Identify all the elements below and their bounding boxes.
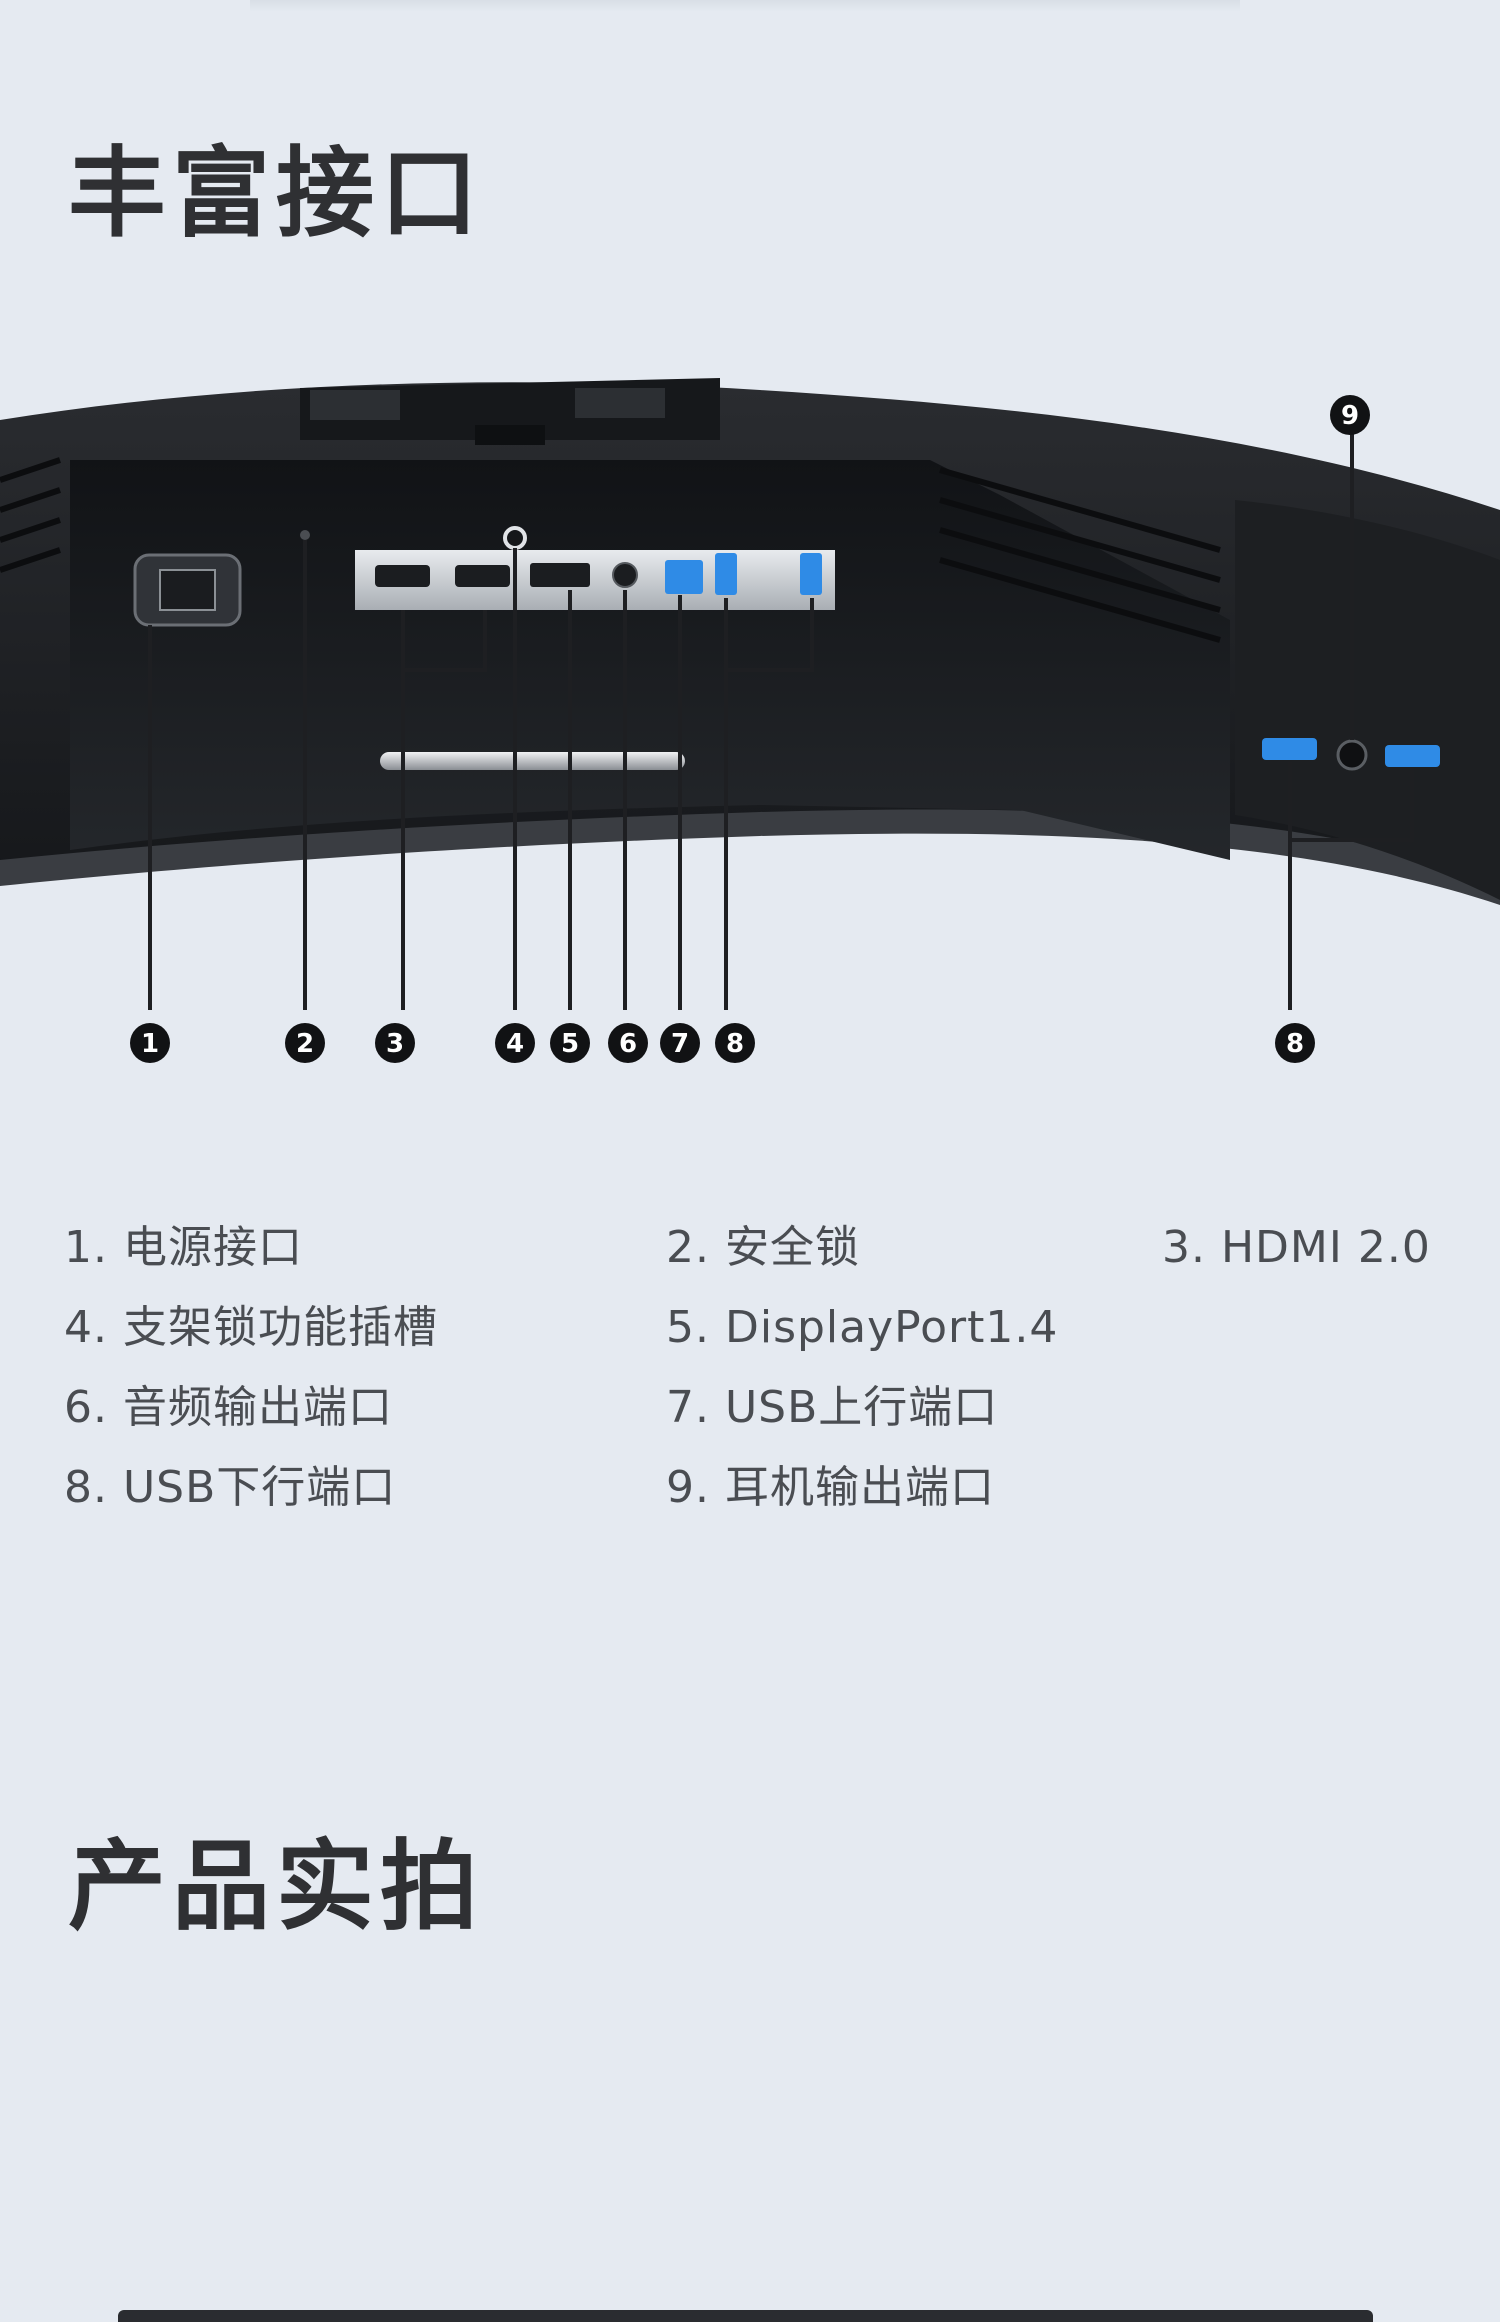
- callout-badges: 1 2 3 4 5 6 7 8 8 9: [130, 395, 1370, 1063]
- photos-section-title: 产品实拍: [68, 1830, 485, 1944]
- monitor-top-edge-preview: [118, 2310, 1373, 2322]
- ports: [133, 526, 1440, 771]
- svg-text:6: 6: [619, 1029, 637, 1059]
- svg-text:8: 8: [726, 1029, 744, 1059]
- legend-item-security-lock: 2. 安全锁: [666, 1222, 860, 1273]
- ports-legend: 1. 电源接口 2. 安全锁 3. HDMI 2.0 4. 支架锁功能插槽 5.…: [0, 1205, 1500, 1535]
- svg-text:2: 2: [296, 1029, 314, 1059]
- callout-1: 1: [130, 1023, 170, 1063]
- callout-5: 5: [550, 1023, 590, 1063]
- displayport-port: [530, 563, 590, 587]
- svg-text:7: 7: [671, 1029, 689, 1059]
- usb-upstream-port: [665, 560, 703, 594]
- ports-section-title: 丰富接口: [68, 137, 485, 251]
- top-edge-strip: [250, 0, 1240, 12]
- callout-6: 6: [608, 1023, 648, 1063]
- legend-item-usb-upstream: 7. USB上行端口: [666, 1382, 999, 1433]
- power-port: [133, 553, 242, 627]
- callout-9: 9: [1330, 395, 1370, 435]
- svg-text:4: 4: [506, 1029, 524, 1059]
- side-usb-port-2: [1385, 745, 1440, 767]
- legend-item-audio-out: 6. 音频输出端口: [64, 1382, 393, 1433]
- legend-item-hdmi: 3. HDMI 2.0: [1162, 1222, 1431, 1273]
- callout-8b: 8: [1275, 1023, 1315, 1063]
- led-light-bar: [380, 752, 685, 770]
- hdmi-port-2: [455, 565, 510, 587]
- monitor-ports-diagram: 1 2 3 4 5 6 7 8 8 9: [0, 378, 1500, 1063]
- headphone-port: [1336, 739, 1368, 771]
- leader-lines: [148, 420, 1414, 1010]
- usb-downstream-port-1: [715, 553, 737, 595]
- usb-downstream-port-2: [800, 553, 822, 595]
- svg-text:3: 3: [386, 1029, 404, 1059]
- legend-item-headphone: 9. 耳机输出端口: [666, 1462, 995, 1513]
- svg-text:5: 5: [561, 1029, 579, 1059]
- monitor-body: [0, 378, 1500, 905]
- svg-text:1: 1: [141, 1029, 159, 1059]
- hdmi-port-1: [375, 565, 430, 587]
- legend-item-power: 1. 电源接口: [64, 1222, 303, 1273]
- callout-7: 7: [660, 1023, 700, 1063]
- legend-item-stand-lock: 4. 支架锁功能插槽: [64, 1302, 438, 1353]
- callout-4: 4: [495, 1023, 535, 1063]
- callout-2: 2: [285, 1023, 325, 1063]
- security-lock-hole: [300, 530, 310, 540]
- callout-8a: 8: [715, 1023, 755, 1063]
- svg-text:9: 9: [1341, 401, 1359, 431]
- side-usb-port-1: [1262, 738, 1317, 760]
- audio-out-port: [612, 562, 638, 588]
- callout-3: 3: [375, 1023, 415, 1063]
- io-plate: [355, 550, 835, 610]
- legend-item-displayport: 5. DisplayPort1.4: [666, 1302, 1059, 1353]
- svg-text:8: 8: [1286, 1029, 1304, 1059]
- legend-item-usb-downstream: 8. USB下行端口: [64, 1462, 397, 1513]
